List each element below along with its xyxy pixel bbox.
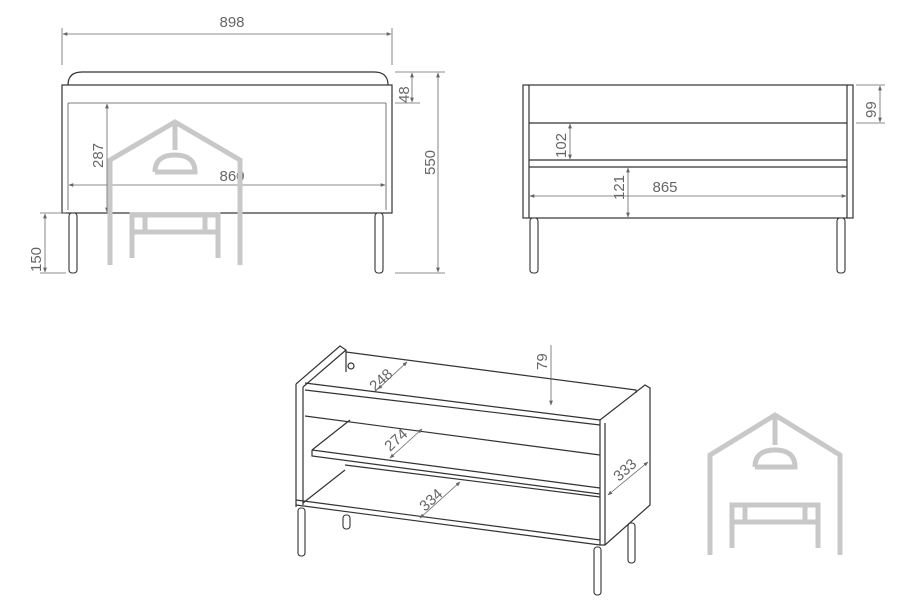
leg: [68, 212, 78, 274]
dim-overall-width: 898: [219, 14, 244, 31]
dim-lower-opening: 121: [611, 175, 628, 200]
dim-side-depth: 333: [610, 456, 640, 485]
leg: [836, 217, 846, 274]
leg: [627, 522, 636, 564]
dim-cushion-height: 48: [396, 86, 413, 103]
leg: [342, 514, 351, 530]
back-view: 99 102 121 865: [522, 84, 885, 274]
dim-top-depth: 248: [366, 366, 396, 395]
leg: [297, 507, 306, 557]
dim-overall-height: 550: [422, 150, 439, 175]
house-logo-watermark: [107, 119, 243, 265]
dim-inner-width-back: 865: [652, 179, 677, 196]
dim-upper-opening: 102: [553, 133, 570, 158]
house-logo-watermark: [707, 412, 843, 555]
cam-hole: [347, 362, 355, 370]
dim-inner-height: 287: [90, 143, 107, 168]
seat-cushion: [67, 71, 389, 86]
dim-leg-height: 150: [28, 247, 45, 272]
front-view: 898 48 550 287 860 150: [28, 14, 445, 274]
dim-top-rail: 99: [863, 101, 880, 118]
cabinet-body: [61, 84, 393, 214]
dim-top-rail-iso: 79: [534, 353, 551, 370]
leg: [374, 212, 384, 274]
leg: [529, 217, 539, 274]
isometric-view: 248 79 274 334 333: [295, 345, 651, 596]
leg: [593, 546, 602, 596]
dim-bottom-depth: 334: [416, 486, 446, 515]
back-frame: [522, 84, 854, 219]
